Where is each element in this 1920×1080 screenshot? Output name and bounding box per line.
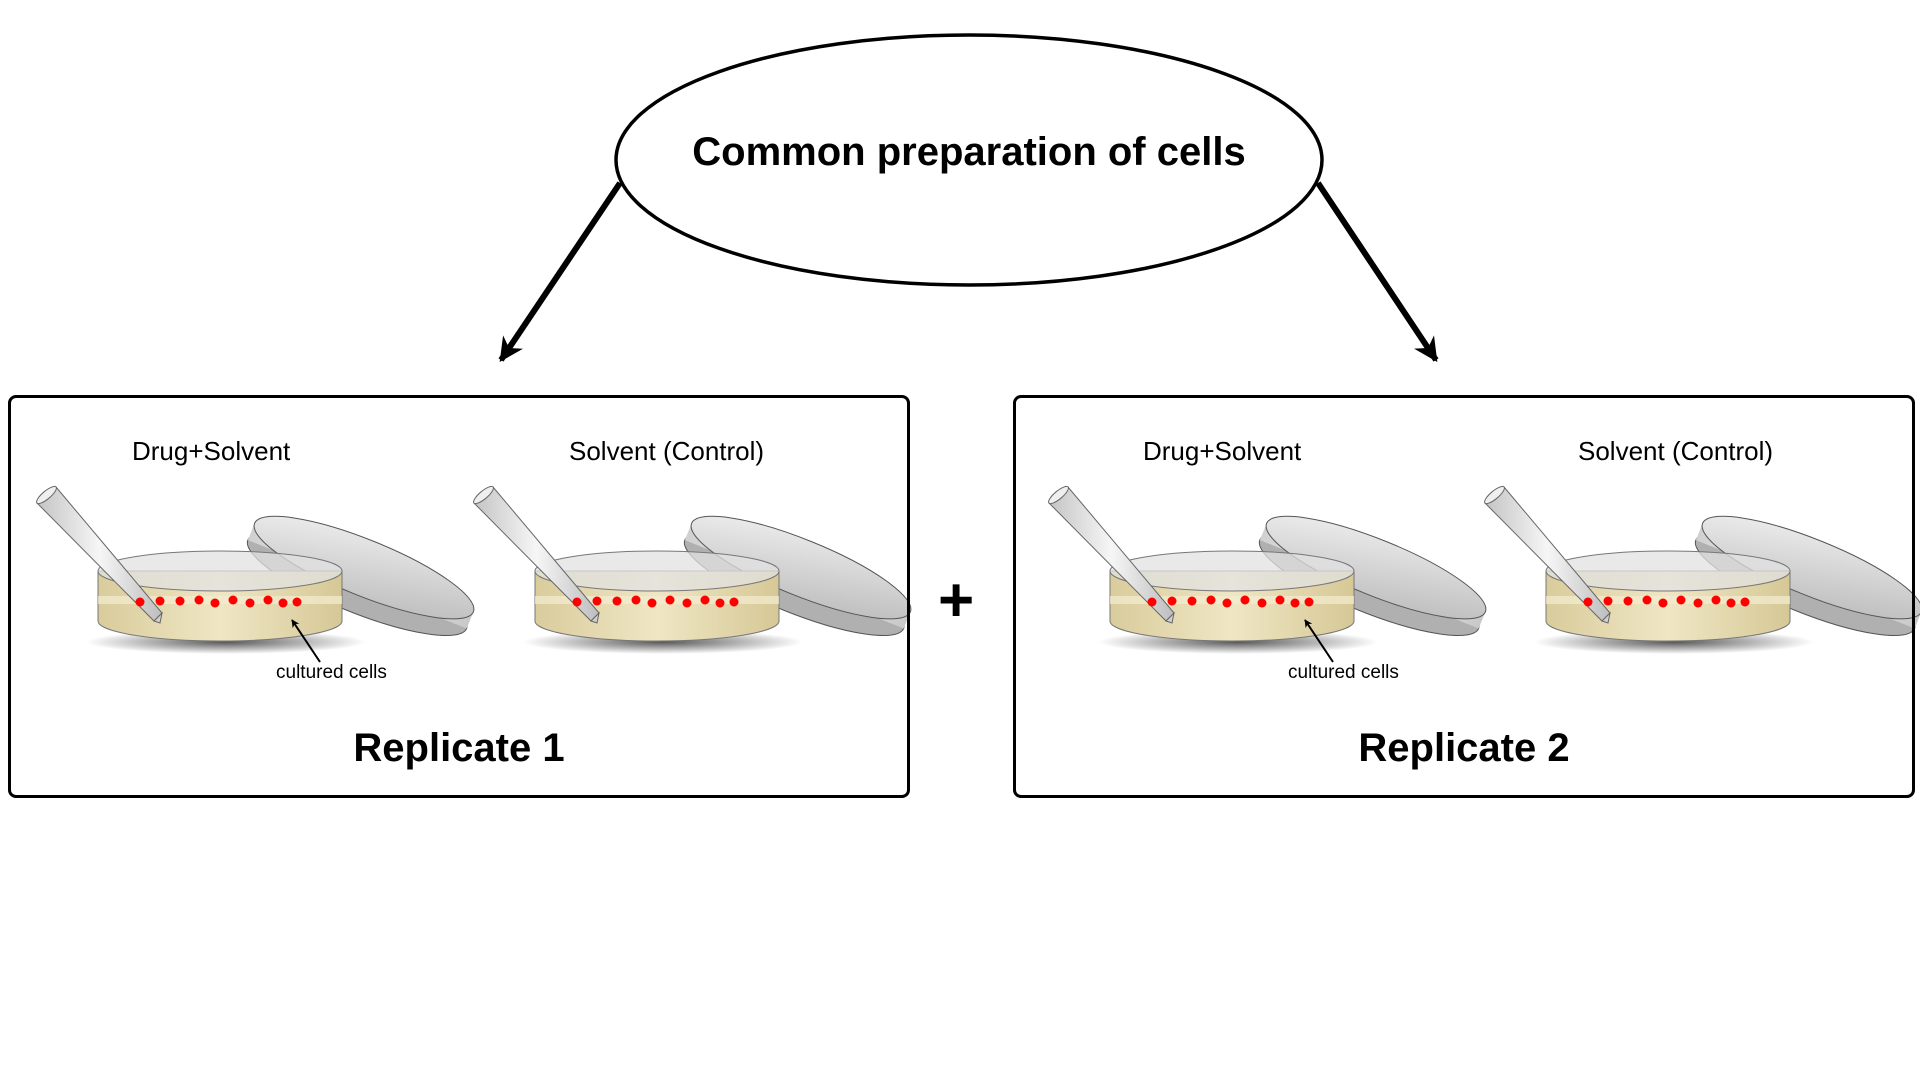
replicate-1-box: Drug+Solvent Solvent (Control) cultured …	[8, 395, 910, 798]
dish-label-control: Solvent (Control)	[1578, 436, 1774, 466]
page-title: Common preparation of cells	[692, 130, 1246, 174]
arrow-to-replicate-2	[1315, 181, 1439, 362]
dish-label-drug: Drug+Solvent	[1143, 436, 1302, 466]
cultured-cells-label: cultured cells	[1288, 662, 1399, 683]
arrow-to-replicate-1	[498, 181, 623, 362]
replicate-2-title: Replicate 2	[1358, 726, 1570, 770]
cultured-cells-pointer	[291, 619, 321, 663]
cultured-cells-pointer	[1304, 619, 1334, 663]
common-preparation-ellipse	[614, 33, 1324, 287]
replicate-1-title: Replicate 1	[353, 726, 565, 770]
cultured-cells-label: cultured cells	[276, 662, 387, 683]
dish-label-drug: Drug+Solvent	[132, 436, 291, 466]
replicate-2-box: Drug+Solvent Solvent (Control) cultured …	[1013, 395, 1915, 798]
dish-label-control: Solvent (Control)	[569, 436, 765, 466]
plus-operator: +	[938, 566, 975, 635]
